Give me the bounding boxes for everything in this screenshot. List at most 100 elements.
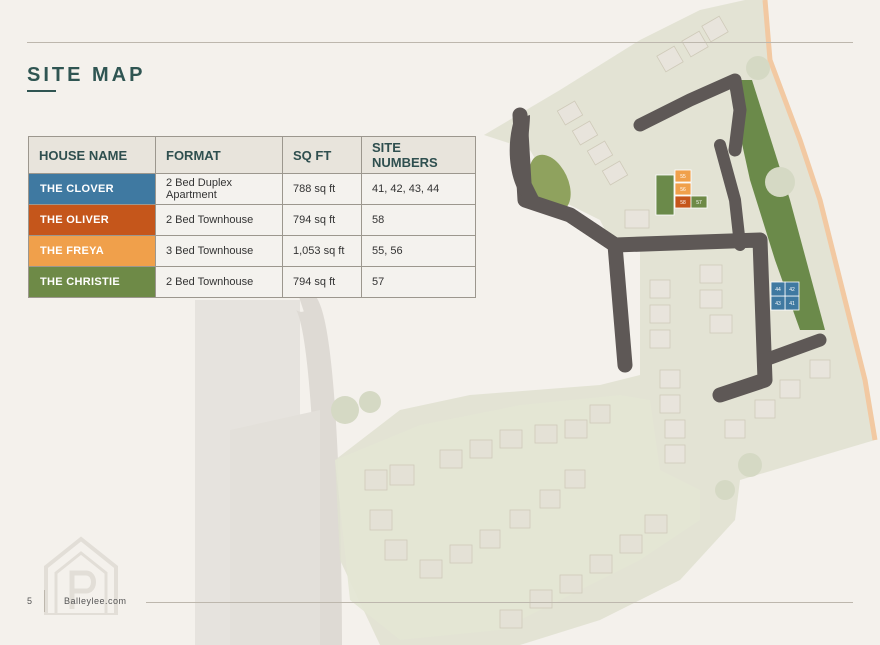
footer-separator bbox=[44, 590, 45, 612]
green-plot bbox=[655, 174, 675, 216]
plot bbox=[699, 264, 723, 284]
plot bbox=[649, 329, 671, 349]
plot-label: 55 bbox=[680, 174, 686, 180]
format-cell: 2 Bed Townhouse bbox=[155, 266, 283, 298]
plot bbox=[664, 419, 686, 439]
tree bbox=[765, 167, 795, 197]
tree bbox=[746, 56, 770, 80]
house-name-cell: THE FREYA bbox=[28, 235, 156, 267]
house-name-cell: THE OLIVER bbox=[28, 204, 156, 236]
plot bbox=[624, 209, 650, 229]
column-header: SQ FT bbox=[282, 136, 362, 174]
table-row: THE CHRISTIE 2 Bed Townhouse 794 sq ft 5… bbox=[28, 266, 476, 298]
plot bbox=[656, 45, 684, 73]
plot bbox=[724, 419, 746, 439]
plot bbox=[779, 379, 801, 399]
plot-55 bbox=[674, 169, 692, 183]
bottom-divider bbox=[146, 602, 853, 603]
plot-label: 42 bbox=[789, 287, 795, 293]
road bbox=[562, 207, 773, 403]
table-row: THE CLOVER 2 Bed Duplex Apartment 788 sq… bbox=[28, 173, 476, 205]
site-numbers-cell: 41, 42, 43, 44 bbox=[361, 173, 476, 205]
tree bbox=[331, 396, 359, 424]
road bbox=[633, 73, 747, 157]
site-numbers-cell: 55, 56 bbox=[361, 235, 476, 267]
format-cell: 3 Bed Townhouse bbox=[155, 235, 283, 267]
sqft-cell: 794 sq ft bbox=[282, 204, 362, 236]
tree bbox=[738, 453, 762, 477]
plot bbox=[369, 509, 393, 531]
green-space bbox=[728, 80, 825, 330]
format-cell: 2 Bed Duplex Apartment bbox=[155, 173, 283, 205]
plot bbox=[659, 394, 681, 414]
plot bbox=[479, 529, 501, 549]
plot bbox=[699, 289, 723, 309]
plot-label: 57 bbox=[696, 200, 702, 206]
plot bbox=[701, 15, 729, 43]
plot bbox=[709, 314, 733, 334]
plot bbox=[556, 100, 584, 126]
plot-label: 56 bbox=[680, 187, 686, 193]
plot bbox=[509, 509, 531, 529]
plot bbox=[601, 160, 629, 186]
plot bbox=[419, 559, 443, 579]
plot bbox=[649, 304, 671, 324]
plot bbox=[469, 439, 493, 459]
site-numbers-cell: 57 bbox=[361, 266, 476, 298]
table-row: THE OLIVER 2 Bed Townhouse 794 sq ft 58 bbox=[28, 204, 476, 236]
column-header: FORMAT bbox=[155, 136, 283, 174]
plot bbox=[564, 419, 588, 439]
page-number: 5 bbox=[27, 596, 33, 606]
faded-road bbox=[292, 288, 342, 645]
brand-watermark-icon bbox=[44, 536, 118, 615]
road bbox=[758, 333, 827, 367]
plot-57 bbox=[690, 195, 708, 209]
house-name-cell: THE CHRISTIE bbox=[28, 266, 156, 298]
sqft-cell: 794 sq ft bbox=[282, 266, 362, 298]
plot bbox=[586, 140, 614, 166]
road bbox=[714, 139, 746, 251]
tree bbox=[359, 391, 381, 413]
top-divider bbox=[27, 42, 853, 43]
plot bbox=[389, 464, 415, 486]
website-link[interactable]: Balleylee.com bbox=[64, 596, 127, 606]
plot bbox=[499, 609, 523, 629]
house-type-table: HOUSE NAME FORMAT SQ FT SITE NUMBERS THE… bbox=[28, 136, 476, 298]
plot-label: 41 bbox=[789, 301, 795, 307]
plot bbox=[439, 449, 463, 469]
plot bbox=[619, 534, 643, 554]
plot bbox=[539, 489, 561, 509]
plot bbox=[449, 544, 473, 564]
road-area bbox=[509, 115, 545, 210]
table-header-row: HOUSE NAME FORMAT SQ FT SITE NUMBERS bbox=[28, 136, 476, 174]
plot bbox=[564, 469, 586, 489]
plot bbox=[659, 369, 681, 389]
site-boundary bbox=[762, 0, 878, 441]
plot bbox=[571, 120, 599, 146]
house-name-cell: THE CLOVER bbox=[28, 173, 156, 205]
plot bbox=[644, 514, 668, 534]
column-header: HOUSE NAME bbox=[28, 136, 156, 174]
format-cell: 2 Bed Townhouse bbox=[155, 204, 283, 236]
plot bbox=[559, 574, 583, 594]
plot-label: 44 bbox=[775, 287, 781, 293]
plot-label: 58 bbox=[680, 200, 686, 206]
plot bbox=[534, 424, 558, 444]
plot bbox=[649, 279, 671, 299]
plot bbox=[499, 429, 523, 449]
title-underline bbox=[27, 90, 56, 92]
site-numbers-cell: 58 bbox=[361, 204, 476, 236]
table-row: THE FREYA 3 Bed Townhouse 1,053 sq ft 55… bbox=[28, 235, 476, 267]
plot-56 bbox=[674, 182, 692, 196]
column-header: SITE NUMBERS bbox=[361, 136, 476, 174]
plot bbox=[664, 444, 686, 464]
plot bbox=[681, 30, 709, 58]
sqft-cell: 1,053 sq ft bbox=[282, 235, 362, 267]
plot-44 bbox=[770, 281, 786, 297]
plot bbox=[754, 399, 776, 419]
plot bbox=[529, 589, 553, 609]
plot bbox=[589, 404, 611, 424]
sqft-cell: 788 sq ft bbox=[282, 173, 362, 205]
faded-road bbox=[230, 410, 320, 645]
